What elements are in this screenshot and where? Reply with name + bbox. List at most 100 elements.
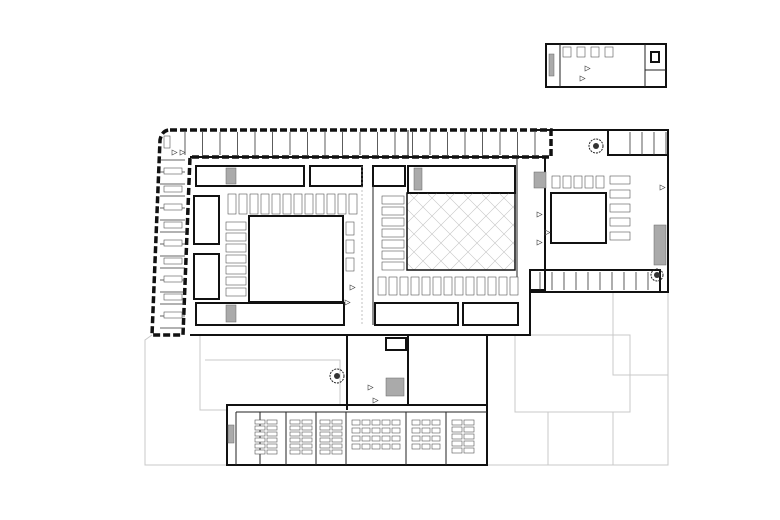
desk [304,193,314,215]
desk [331,449,343,455]
desk [371,419,381,426]
upper-level-plan [545,43,667,88]
tree-icon [588,138,604,154]
desk [381,228,405,238]
desk [391,427,401,434]
desk [266,425,278,431]
desk [331,425,343,431]
desk [381,419,391,426]
seat-marker [344,299,351,306]
desk [391,443,401,450]
desk [289,437,301,443]
desk [609,217,631,227]
tree-icon [650,268,664,282]
desk [411,427,421,434]
desk [388,276,398,296]
desk [410,276,420,296]
seat-marker [179,149,186,156]
desk [319,437,331,443]
desk [463,433,475,440]
desk [411,419,421,426]
desk [421,276,431,296]
desk [266,437,278,443]
desk [163,239,183,247]
desk [260,193,270,215]
desk [431,443,441,450]
desk [254,437,266,443]
desk [432,276,442,296]
desk [590,46,600,58]
desk [361,419,371,426]
desk [266,449,278,455]
desk [411,435,421,442]
desk [163,275,183,283]
desk [266,419,278,425]
desk [301,419,313,425]
courtyard-west [248,215,344,303]
desk [348,193,358,215]
desk [331,443,343,449]
desk [463,419,475,426]
desk [163,293,183,301]
desk [465,276,475,296]
desk [351,443,361,450]
desk [301,449,313,455]
desk [225,265,247,275]
desk [498,276,508,296]
desk [562,46,572,58]
desk [451,419,463,426]
desk [163,311,183,319]
desk [319,419,331,425]
desk [266,443,278,449]
desk [421,435,431,442]
desk [254,419,266,425]
desk [399,276,409,296]
desk [381,427,391,434]
seat-marker [544,229,551,236]
desk [225,232,247,242]
desk [254,443,266,449]
desk [371,427,381,434]
desk [463,440,475,447]
desk [451,447,463,454]
desk [227,193,237,215]
desk [431,419,441,426]
desk [431,435,441,442]
desk [319,425,331,431]
desk [345,257,355,272]
desk [361,427,371,434]
desk [225,287,247,297]
desk [431,427,441,434]
desk [421,427,431,434]
desk [271,193,281,215]
desk [609,189,631,199]
desk [301,437,313,443]
desk [163,167,183,175]
atrium [406,192,516,271]
desk [381,239,405,249]
desk [315,193,325,215]
desk [463,426,475,433]
desk [266,431,278,437]
furniture [163,46,666,455]
desk [584,175,594,189]
desk [319,431,331,437]
desk [225,221,247,231]
desk [509,276,519,296]
desk [331,419,343,425]
desk [289,425,301,431]
desk [225,243,247,253]
desk [301,425,313,431]
desk [381,206,405,216]
desk [163,203,183,211]
desk [391,419,401,426]
desk [351,427,361,434]
desk [371,443,381,450]
desk [301,443,313,449]
seat-marker [171,149,178,156]
desk [573,175,583,189]
desk [301,431,313,437]
desk [381,250,405,260]
desk [421,443,431,450]
